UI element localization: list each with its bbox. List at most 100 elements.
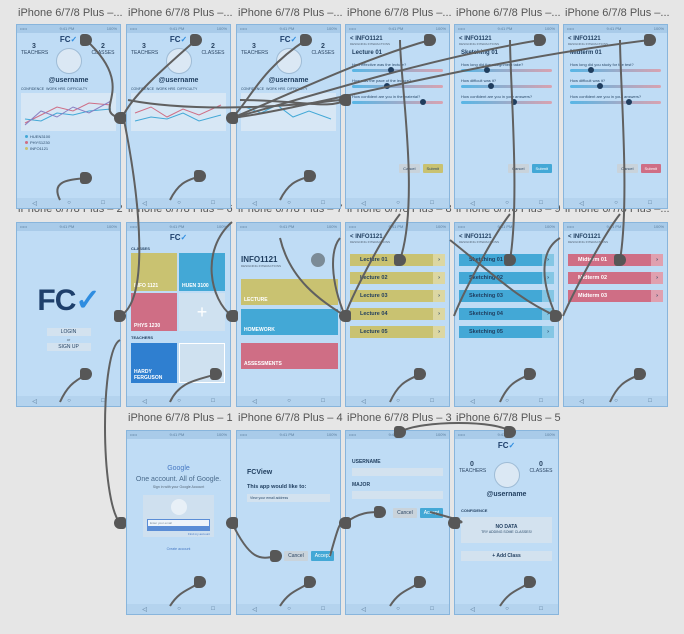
android-nav[interactable]: ◁○□ (455, 198, 558, 208)
list-item[interactable]: Sketching 03› (459, 290, 554, 302)
link-target[interactable] (114, 112, 126, 124)
link-handle[interactable] (614, 254, 626, 266)
link-target[interactable] (226, 517, 238, 529)
link-handle[interactable] (300, 34, 312, 46)
accept-button[interactable]: Accept (310, 551, 334, 561)
list-item[interactable]: Lecture 05› (350, 326, 445, 338)
add-class-button[interactable]: + Add Class (461, 551, 552, 561)
rating-slider[interactable] (570, 99, 661, 105)
android-nav[interactable]: ◁○□ (17, 396, 120, 406)
next-button[interactable] (147, 527, 210, 531)
class-tile[interactable]: HUEN 3100 (179, 253, 225, 291)
add-class-tile[interactable]: + (179, 293, 225, 331)
username-field[interactable] (352, 468, 443, 476)
link-handle[interactable] (194, 170, 206, 182)
link-handle[interactable] (114, 310, 126, 322)
android-nav[interactable]: ◁○□ (237, 396, 340, 406)
link-target[interactable] (114, 517, 126, 529)
link-target[interactable] (226, 310, 238, 322)
rating-slider[interactable] (461, 83, 552, 89)
link-target[interactable] (339, 517, 351, 529)
link-handle[interactable] (190, 34, 202, 46)
link-handle[interactable] (414, 368, 426, 380)
link-handle[interactable] (504, 426, 516, 438)
signup-button[interactable]: SIGN UP (46, 343, 91, 351)
list-item[interactable]: Sketching 02› (459, 272, 554, 284)
cancel-button[interactable]: Cancel (508, 164, 529, 173)
link-target[interactable] (339, 310, 351, 322)
android-nav[interactable]: ◁○□ (455, 604, 558, 614)
create-account-link[interactable]: Create account (166, 547, 191, 551)
class-tile[interactable]: INFO 1121 (131, 253, 177, 291)
list-item[interactable]: Lecture 02› (350, 272, 445, 284)
link-handle[interactable] (414, 576, 426, 588)
frame-label[interactable]: iPhone 6/7/8 Plus – 3 (347, 412, 452, 424)
link-handle[interactable] (304, 170, 316, 182)
frame-label[interactable]: iPhone 6/7/8 Plus –... (18, 7, 123, 19)
accept-button[interactable]: Accept (419, 508, 443, 518)
rating-slider[interactable] (352, 83, 443, 89)
assessments-section[interactable]: ASSESSMENTS (241, 343, 338, 369)
teacher-avatar[interactable] (311, 253, 325, 267)
android-nav[interactable]: ◁○□ (455, 396, 558, 406)
frame-label[interactable]: iPhone 6/7/8 Plus – 1 (128, 412, 233, 424)
android-nav[interactable]: ◁○□ (346, 396, 449, 406)
android-nav[interactable]: ◁○□ (237, 604, 340, 614)
frame-label[interactable]: iPhone 6/7/8 Plus – 4 (238, 412, 343, 424)
link-handle[interactable] (394, 426, 406, 438)
android-nav[interactable]: ◁○□ (564, 198, 667, 208)
android-nav[interactable]: ◁○□ (346, 604, 449, 614)
list-item[interactable]: Lecture 04› (350, 308, 445, 320)
cancel-button[interactable]: Cancel (393, 508, 417, 518)
link-handle[interactable] (80, 368, 92, 380)
frame-label[interactable]: iPhone 6/7/8 Plus –... (565, 7, 670, 19)
frame-label[interactable]: iPhone 6/7/8 Plus –... (128, 7, 233, 19)
link-handle[interactable] (504, 254, 516, 266)
link-handle[interactable] (550, 310, 562, 322)
homework-section[interactable]: HOMEWORK (241, 309, 338, 335)
android-nav[interactable]: ◁○□ (237, 198, 340, 208)
rating-slider[interactable] (352, 67, 443, 73)
link-target[interactable] (339, 94, 351, 106)
rating-slider[interactable] (570, 67, 661, 73)
lecture-section[interactable]: LECTURE (241, 279, 338, 305)
link-handle[interactable] (644, 34, 656, 46)
email-input[interactable]: Enter your email (147, 519, 210, 527)
cancel-button[interactable]: Cancel (284, 551, 308, 561)
link-handle[interactable] (524, 368, 536, 380)
submit-button[interactable]: Submit (422, 164, 443, 173)
link-handle[interactable] (304, 576, 316, 588)
rating-slider[interactable] (461, 99, 552, 105)
major-field[interactable] (352, 491, 443, 499)
back-icon[interactable]: < (459, 36, 463, 42)
rating-slider[interactable] (461, 67, 552, 73)
android-nav[interactable]: ◁○□ (127, 604, 230, 614)
find-account-link[interactable]: Find my account (187, 532, 210, 536)
link-handle[interactable] (524, 576, 536, 588)
android-nav[interactable]: ◁○□ (564, 396, 667, 406)
back-icon[interactable]: < (568, 36, 572, 42)
cancel-button[interactable]: Cancel (399, 164, 420, 173)
teacher-tile[interactable]: HARDY FERGUSON (131, 343, 177, 383)
link-handle[interactable] (634, 368, 646, 380)
rating-slider[interactable] (352, 99, 443, 105)
login-button[interactable]: LOGIN (46, 328, 91, 336)
cancel-button[interactable]: Cancel (617, 164, 638, 173)
link-handle[interactable] (194, 576, 206, 588)
link-handle[interactable] (270, 550, 282, 562)
list-item[interactable]: Sketching 04› (459, 308, 554, 320)
